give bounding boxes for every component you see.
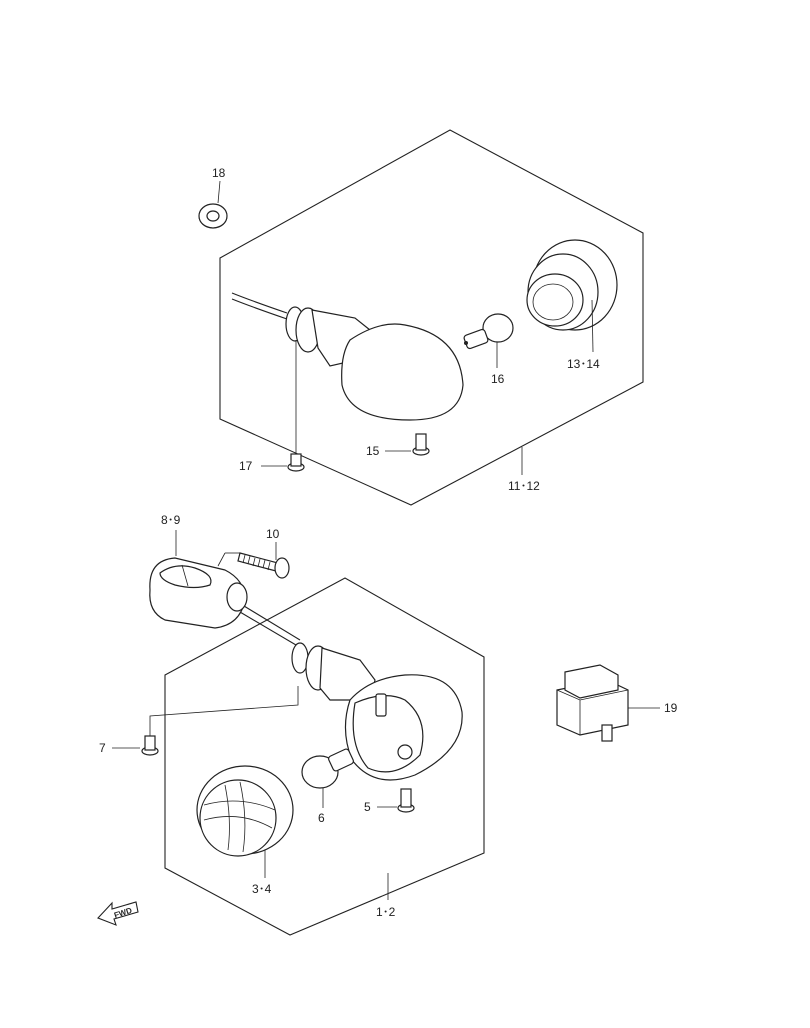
callout-17: 17	[239, 459, 253, 473]
callout-6: 6	[318, 811, 325, 825]
callout-1-2: 1･2	[376, 905, 396, 919]
bulb-6[interactable]	[301, 748, 354, 789]
lens-3-4[interactable]	[196, 765, 294, 857]
screw-15[interactable]	[412, 433, 430, 456]
screw-17[interactable]	[287, 340, 305, 472]
front-signal-lamp-housing[interactable]	[239, 605, 463, 781]
bolt-10[interactable]	[217, 552, 290, 579]
grommet-18[interactable]	[198, 203, 228, 229]
callout-7: 7	[99, 741, 106, 755]
callout-18: 18	[212, 166, 226, 180]
bracket-8-9[interactable]	[149, 557, 248, 629]
callout-11-12: 11･12	[508, 479, 540, 493]
callout-3-4: 3･4	[252, 882, 272, 896]
callout-13-14: 13･14	[567, 357, 600, 371]
forward-arrow-icon: FWD	[97, 901, 139, 926]
lens-13-14[interactable]	[526, 239, 618, 331]
bulb-16[interactable]	[463, 313, 514, 350]
callout-19: 19	[664, 701, 678, 715]
callout-5: 5	[364, 800, 371, 814]
callout-8-9: 8･9	[161, 513, 181, 527]
callout-15: 15	[366, 444, 380, 458]
front-signal-assembly-frame	[164, 577, 485, 936]
callout-10: 10	[266, 527, 280, 541]
relay-19[interactable]	[556, 664, 629, 742]
rear-signal-lamp[interactable]	[231, 292, 464, 421]
callout-16: 16	[491, 372, 505, 386]
screw-5[interactable]	[397, 788, 415, 813]
screw-7[interactable]	[141, 735, 159, 756]
rear-signal-assembly-frame	[219, 129, 644, 506]
